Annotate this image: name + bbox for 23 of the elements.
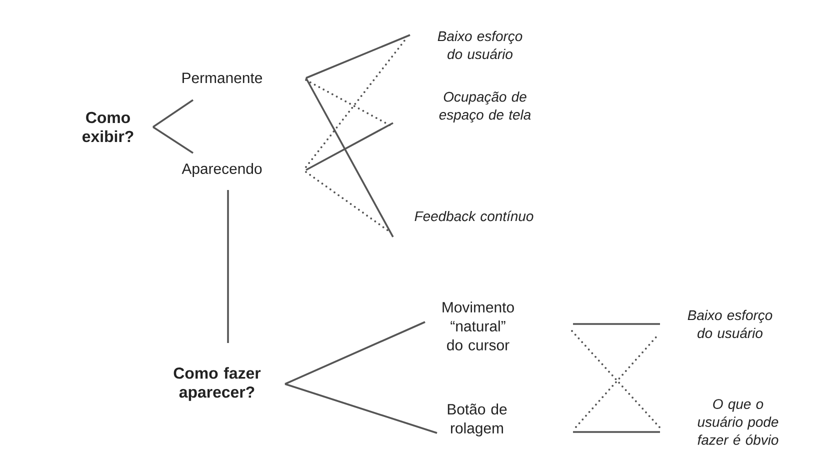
option-label: Aparecendo (182, 163, 262, 177)
criterion-label: Feedback contínuo (414, 210, 534, 222)
connector-line (573, 323, 660, 325)
option-label: Botão de rolagem (448, 404, 507, 436)
connector-line (306, 34, 410, 79)
question-label: Como fazer aparecer? (174, 367, 261, 401)
option-label: Movimento “natural” do cursor (442, 302, 514, 350)
connector-line (284, 383, 438, 434)
dotted-line (305, 171, 391, 233)
option-label: Permanente (182, 72, 262, 84)
criterion-label: Baixo esforço do usuário (438, 30, 522, 60)
connector-line (573, 431, 660, 433)
connector-line (152, 99, 194, 128)
criterion-label: Ocupação de espaço de tela (439, 92, 531, 122)
connector-line (305, 78, 394, 238)
criterion-label: O que o usuário pode fazer é óbvio (698, 399, 778, 445)
question-label: Como exibir? (82, 112, 134, 142)
connector-line (152, 126, 194, 154)
criterion-label: Baixo esforço do usuário (688, 310, 772, 338)
dotted-line (305, 39, 406, 168)
connector-line (227, 190, 229, 343)
connector-line (306, 122, 394, 171)
connector-line (284, 321, 426, 385)
